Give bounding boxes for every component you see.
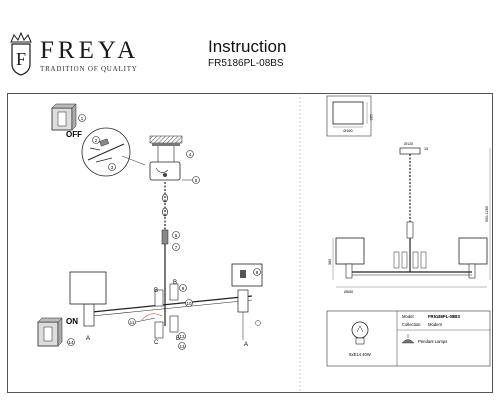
svg-text:15: 15 [424,147,428,151]
svg-text:Ø120: Ø120 [404,142,413,146]
svg-text:B: B [173,280,177,286]
shade-dimension-view: Ø160 120 [326,95,373,137]
svg-text:13: 13 [179,344,185,349]
switch-on-icon [37,317,63,347]
svg-text:10: 10 [186,301,192,306]
switch-off-icon [51,103,77,131]
step-number: 1 [81,116,84,121]
svg-text:FR5186PL-08BS: FR5186PL-08BS [428,314,460,319]
ceiling-icon [149,135,183,144]
svg-text:8: 8 [256,270,259,275]
svg-text:2: 2 [95,138,98,143]
canopy-icon [149,161,181,181]
bulb-icon [351,321,369,345]
svg-text:A: A [86,336,90,342]
page-title: Instruction [208,37,287,56]
svg-text:F: F [16,49,26,69]
svg-text:900-1260: 900-1260 [485,206,489,222]
svg-text:120: 120 [369,114,373,120]
svg-text:C: C [154,340,159,346]
pendant-lamp-icon [401,334,415,344]
brand-logo: F [6,30,36,76]
svg-text:B: B [176,336,180,342]
svg-text:9: 9 [182,286,185,291]
brand-tagline: TRADITION OF QUALITY [40,65,138,73]
svg-text:Collection:: Collection: [402,322,422,327]
svg-text:B: B [154,288,158,294]
svg-text:A: A [244,342,248,348]
switch-on-label: ON [66,317,78,326]
svg-text:11: 11 [130,320,135,325]
svg-text:12: 12 [179,334,185,339]
model-number: FR5186PL-08BS [208,58,284,69]
svg-text:360: 360 [328,259,332,265]
product-info-box: 8xE14 40W Model: FR5186PL-08BS Collectio… [326,310,491,367]
canopy-icon [399,147,421,155]
svg-text:5: 5 [195,178,198,183]
instruction-frame [7,93,493,393]
svg-text:3: 3 [111,165,114,170]
svg-text:6: 6 [175,233,178,238]
svg-text:Ø160: Ø160 [343,129,352,133]
switch-off-label: OFF [66,130,82,139]
svg-text:Model:: Model: [402,314,415,319]
svg-text:Ø650: Ø650 [344,290,353,294]
brand-name: FREYA [40,37,140,64]
rotate-arrow-icon [141,313,163,321]
svg-text:7: 7 [175,245,178,250]
chain-icon [161,182,169,245]
bulb-spec: 8xE14 40W [349,352,371,357]
svg-text:14: 14 [68,340,74,345]
chandelier-arms-icon [83,283,253,339]
lamp-shade-icon [69,271,107,305]
svg-text:4: 4 [189,152,192,157]
freya-crest-icon: F [10,31,32,76]
step-badge [78,114,86,122]
chandelier-front-view [335,237,488,279]
svg-text:Modern: Modern [428,322,443,327]
svg-text:Pendant Lamps: Pendant Lamps [418,339,447,344]
